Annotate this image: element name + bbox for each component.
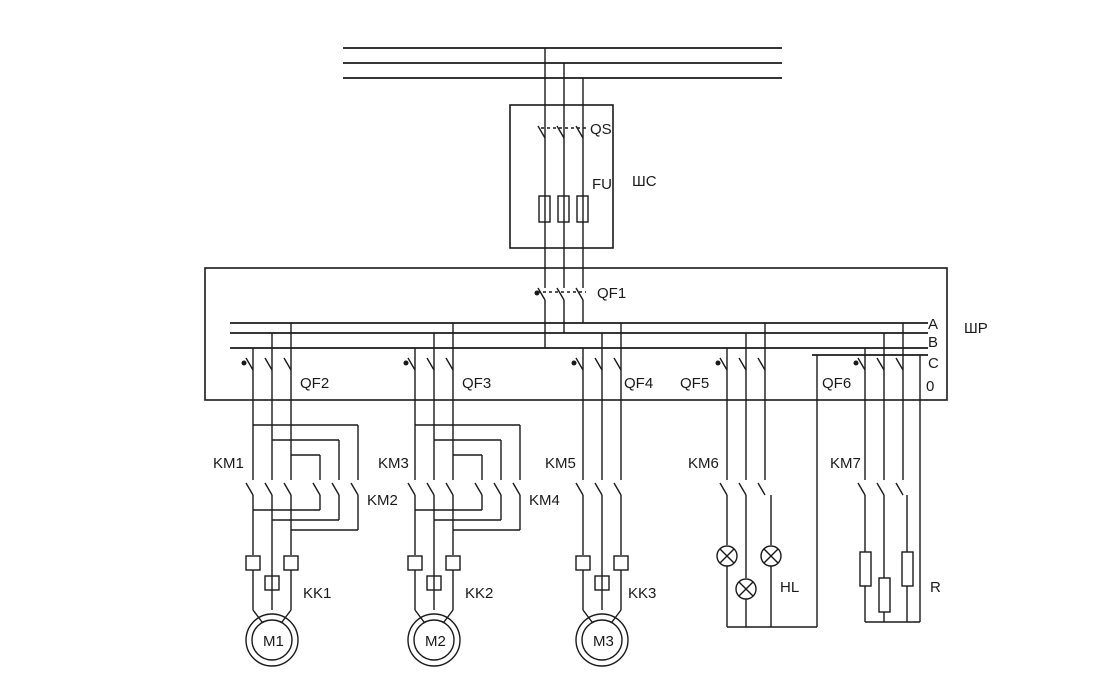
qs-switch — [537, 125, 586, 139]
km7-label: KM7 — [830, 455, 861, 472]
fu-fuses — [538, 195, 589, 223]
r-label: R — [930, 579, 941, 596]
feeder-m3 — [571, 323, 629, 667]
lamp-icon — [716, 545, 738, 567]
bus-label-b: B — [928, 334, 938, 351]
qf5-label: QF5 — [680, 375, 709, 392]
hl-label: HL — [780, 579, 799, 596]
resistor-icon — [878, 577, 891, 613]
kk3-label: KK3 — [628, 585, 656, 602]
feeder-heater — [853, 323, 921, 623]
qf1-label: QF1 — [597, 285, 626, 302]
lamp-icon — [760, 545, 782, 567]
qf1-breaker — [534, 287, 586, 301]
kk1-label: KK1 — [303, 585, 331, 602]
m3-label: M3 — [593, 633, 614, 650]
motor-m2-icon — [407, 613, 461, 667]
supply-cabinet-label: ШС — [632, 173, 657, 190]
resistor-icon — [901, 551, 914, 587]
qs-label: QS — [590, 121, 612, 138]
kk2-label: KK2 — [465, 585, 493, 602]
supply-cabinet — [509, 48, 614, 288]
feeder-m1 — [241, 323, 359, 667]
km5-label: KM5 — [545, 455, 576, 472]
m1-label: M1 — [263, 633, 284, 650]
motor-m3-icon — [575, 613, 629, 667]
km1-label: KM1 — [213, 455, 244, 472]
distribution-board — [204, 267, 948, 401]
resistor-icon — [859, 551, 872, 587]
qf3-label: QF3 — [462, 375, 491, 392]
incoming-busbars — [343, 47, 782, 79]
internal-busbars — [230, 322, 928, 356]
qf6-label: QF6 — [822, 375, 851, 392]
feeder-m2 — [403, 323, 521, 667]
km3-label: KM3 — [378, 455, 409, 472]
km6-label: KM6 — [688, 455, 719, 472]
fu-label: FU — [592, 176, 612, 193]
m2-label: M2 — [425, 633, 446, 650]
bus-label-0: 0 — [926, 378, 934, 395]
qf2-label: QF2 — [300, 375, 329, 392]
km2-label: KM2 — [367, 492, 398, 509]
distribution-board-label: ШР — [964, 320, 988, 337]
bus-label-c: C — [928, 355, 939, 372]
km4-label: KM4 — [529, 492, 560, 509]
qf4-label: QF4 — [624, 375, 653, 392]
motor-m1-icon — [245, 613, 299, 667]
lamp-icon — [735, 578, 757, 600]
bus-label-a: A — [928, 316, 938, 333]
feeder-lighting — [715, 323, 818, 628]
